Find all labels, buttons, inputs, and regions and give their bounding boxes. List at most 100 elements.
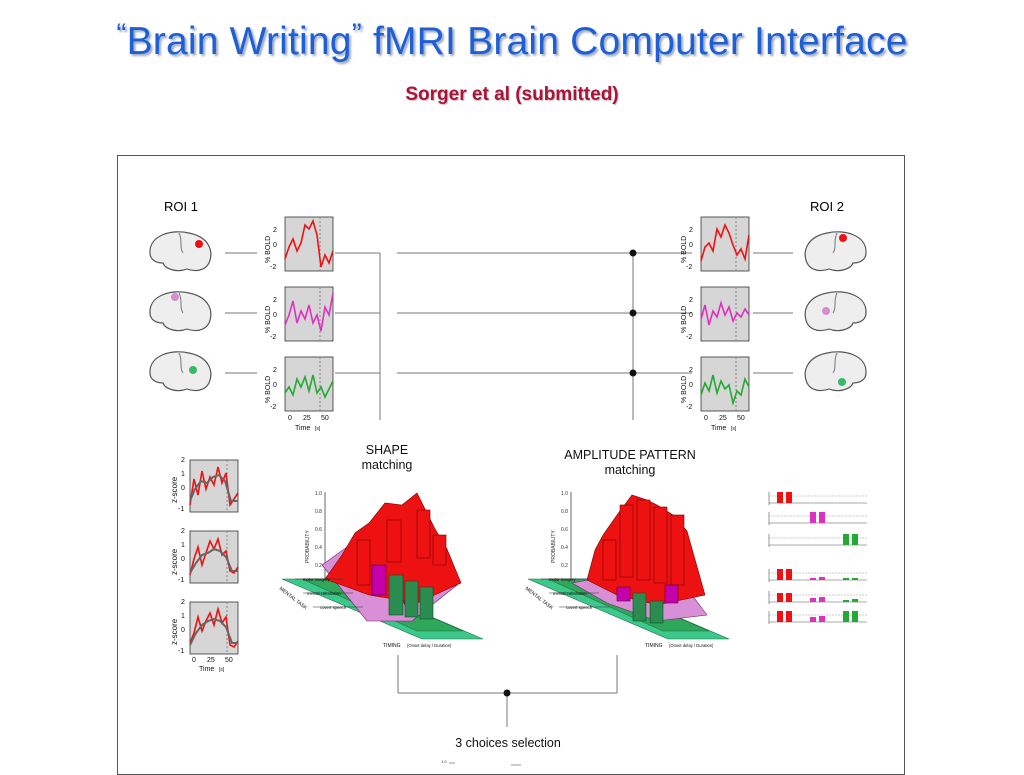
bold-plot-left-magenta [284,286,334,342]
time-label: Time [199,666,214,673]
ytick: 1 [181,613,185,620]
mental-task-label: MENTAL TASK [278,586,309,612]
zscore-ylabel: z-score [170,618,179,645]
timing-label: TIMING [645,643,663,649]
ytick: 0 [273,242,277,249]
choices-selection-label: 3 choices selection [455,736,561,750]
zscore-plot-3 [189,601,239,655]
zscore-plot-2 [189,530,239,584]
junction-dot [629,309,637,317]
ytick: 0.8 [561,509,568,515]
bold-plot-left-red [284,216,334,272]
zscore-ylabel: z-score [170,548,179,575]
amplitude-pattern-templates [768,492,867,547]
xtick: 25 [303,415,311,422]
roi-dot-red [195,240,203,248]
brain-right-1 [804,231,867,272]
xtick: 0 [288,415,292,422]
task-label: covert speech [566,605,593,610]
zscore-plot-1 [189,459,239,513]
brain-left-1 [149,231,212,272]
ytick: 1 [181,542,185,549]
task-label: motor imagery [549,577,577,582]
bold-ylabel: % BOLD [265,306,272,333]
shape-matching-chart: 1.0 0.8 0.6 0.4 0.2 0 PROBABILITY [278,491,484,649]
xtick: 0 [704,415,708,422]
ytick: 2 [689,297,693,304]
junction-dot [503,689,511,697]
probability-label: PROBABILITY [551,530,557,563]
bold-axes-left: 2 0 -2 2 0 -2 2 0 -2 % BOLD % BOLD % BOL… [265,227,329,432]
ytick: -1 [178,506,184,513]
timing-sub: (Onset delay / Duration) [669,643,714,648]
ytick: 1 [181,471,185,478]
matching-titles: SHAPE matching AMPLITUDE PATTERN matchin… [362,443,696,477]
title-close-quote: ” [351,18,362,51]
xtick: 0 [192,657,196,664]
time-label: Time [295,425,310,432]
ytick: 2 [273,227,277,234]
title-quoted-text: Brain Writing [126,20,352,63]
ytick: 2 [689,367,693,374]
ytick: -1 [178,577,184,584]
figure-diagram: ROI 1 ROI 2 [149,199,867,766]
ytick: 0 [273,382,277,389]
connector-lines [225,252,793,727]
time-unit: [s] [731,426,737,432]
zscore-ylabel: z-score [170,476,179,503]
roi-2-label: ROI 2 [810,199,844,214]
ytick: 0 [689,382,693,389]
ytick: 0 [689,242,693,249]
ytick: -2 [686,334,692,341]
roi-dot-green [838,378,846,386]
amplitude-pattern-observed [768,569,867,624]
timing-label: TIMING [383,643,401,649]
brain-right-2 [804,291,867,332]
figure-frame [117,155,905,775]
bold-plot-right-magenta [700,286,750,342]
bold-plot-right-red [700,216,750,272]
ytick: 0.8 [315,509,322,515]
task-label: mental calculation [307,591,341,596]
ytick: 0.2 [315,563,322,569]
ytick: -1 [178,648,184,655]
ytick: 0 [181,627,185,634]
junction-dot [629,369,637,377]
amplitude-matching-chart: 1.0 0.8 0.6 0.4 0.2 0 PROBABILITY [524,491,730,649]
roi-dot-red [839,234,847,242]
ytick: -2 [270,404,276,411]
zscore-axes: 2 1 0 -1 2 1 0 -1 2 1 0 -1 z-score z-sco… [170,457,233,673]
ytick: 0.6 [561,527,568,533]
ytick: 2 [273,297,277,304]
timing-sub: (Onset delay / Duration) [407,643,452,648]
slide-subtitle: Sorger et al (submitted) [405,84,619,105]
probability-label: PROBABILITY [305,530,311,563]
mental-task-label: MENTAL TASK [524,586,555,612]
ytick: 2 [181,528,185,535]
brain-left-3 [149,351,212,392]
roi-dot-pink [822,307,830,315]
title-rest-text: fMRI Brain Computer Interface [361,20,908,63]
roi-dot-green [189,366,197,374]
ytick: 0 [181,485,185,492]
bold-ylabel: % BOLD [265,376,272,403]
task-label: motor imagery [303,577,331,582]
time-unit: [s] [219,667,225,673]
ytick: 2 [273,367,277,374]
bold-plot-right-green [700,356,750,412]
ytick: 2 [181,457,185,464]
junction-dot [629,249,637,257]
task-label: covert speech [320,605,347,610]
slide-title: “Brain Writing” fMRI Brain Computer Inte… [0,18,1024,64]
ytick: 1.0 [561,491,568,497]
title-open-quote: “ [116,18,127,51]
ytick: 1.0 [315,491,322,497]
ytick: 0.6 [315,527,322,533]
ytick: 0.4 [561,545,568,551]
ytick: -2 [686,264,692,271]
brain-left-2 [149,291,212,332]
bold-axes-right: 2 0 -2 2 0 -2 2 0 -2 % BOLD % BOLD % BOL… [681,227,745,432]
ytick: 0 [273,312,277,319]
shape-title-2: matching [362,458,413,472]
ytick: -2 [270,334,276,341]
